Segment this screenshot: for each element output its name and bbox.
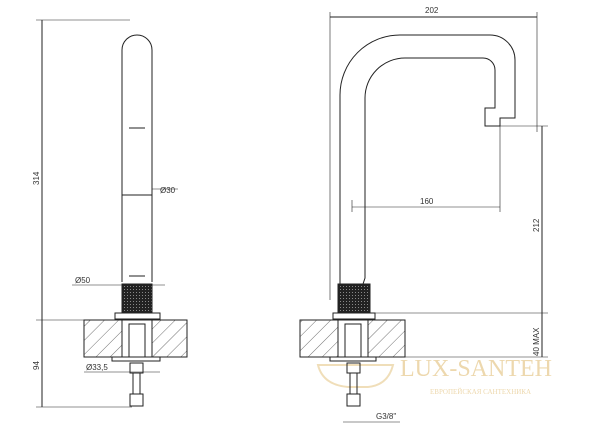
dim-spout-diameter: Ø30 [160, 186, 176, 195]
bathtub-logo [316, 364, 395, 388]
dim-width: 202 [425, 6, 439, 15]
watermark: LUX-SANTEH ЕВРОПЕЙСКАЯ САНТЕХНИКА [316, 356, 552, 396]
dim-height-total: 314 [32, 171, 41, 185]
front-view: 202 160 212 40 MAX G3/8" [299, 6, 548, 423]
side-view: 314 94 Ø30 Ø50 Ø33,5 [32, 19, 188, 408]
dim-thread: G3/8" [376, 412, 396, 421]
dim-reach: 160 [420, 197, 434, 206]
dim-counter-thickness: 40 MAX [532, 327, 541, 356]
dim-below-counter: 94 [32, 361, 41, 370]
dim-base-diameter: Ø50 [75, 276, 91, 285]
watermark-tagline: ЕВРОПЕЙСКАЯ САНТЕХНИКА [430, 388, 531, 396]
dim-shank-diameter: Ø33,5 [86, 363, 108, 372]
dim-spout-height: 212 [532, 218, 541, 232]
watermark-brand: LUX-SANTEH [400, 356, 552, 382]
